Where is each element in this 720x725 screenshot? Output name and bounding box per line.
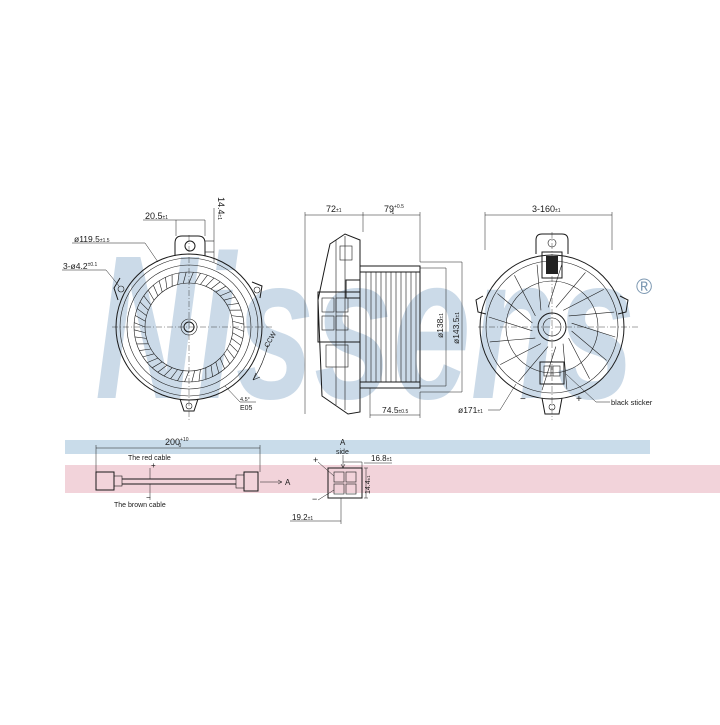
brown-cable-label: The brown cable: [114, 502, 166, 509]
dim-160: 3-160±1: [532, 204, 561, 214]
connector-view-side: side: [336, 449, 349, 456]
brown-cable-sign: −: [146, 493, 151, 502]
registered-mark: ®: [636, 274, 652, 299]
dim-72: 72±1: [326, 204, 342, 214]
arrow-a-label: A: [285, 478, 291, 487]
label-e05: E05: [240, 405, 253, 412]
dim-holes: 3-ø4.2±0.1: [63, 261, 97, 271]
connector-plus: +: [313, 455, 318, 465]
sticker-block: [546, 256, 558, 274]
connector-minus: −: [312, 494, 317, 504]
rear-plus: +: [576, 394, 582, 405]
dim-connector-height: 14.4±1: [365, 475, 372, 494]
rear-minus: −: [520, 394, 526, 405]
watermark-brand: Nissens: [95, 213, 635, 442]
blue-band: [65, 440, 650, 454]
red-cable-sign: +: [151, 461, 156, 470]
dim-connector-width: 16.8±1: [371, 454, 392, 463]
angle-note: 4.5°: [240, 397, 250, 403]
connector-view-a: A: [340, 438, 346, 447]
dim-connector-bottom: 19.2±1: [292, 513, 313, 522]
red-cable-label: The red cable: [128, 455, 171, 462]
sticker-label: black sticker: [611, 398, 653, 407]
